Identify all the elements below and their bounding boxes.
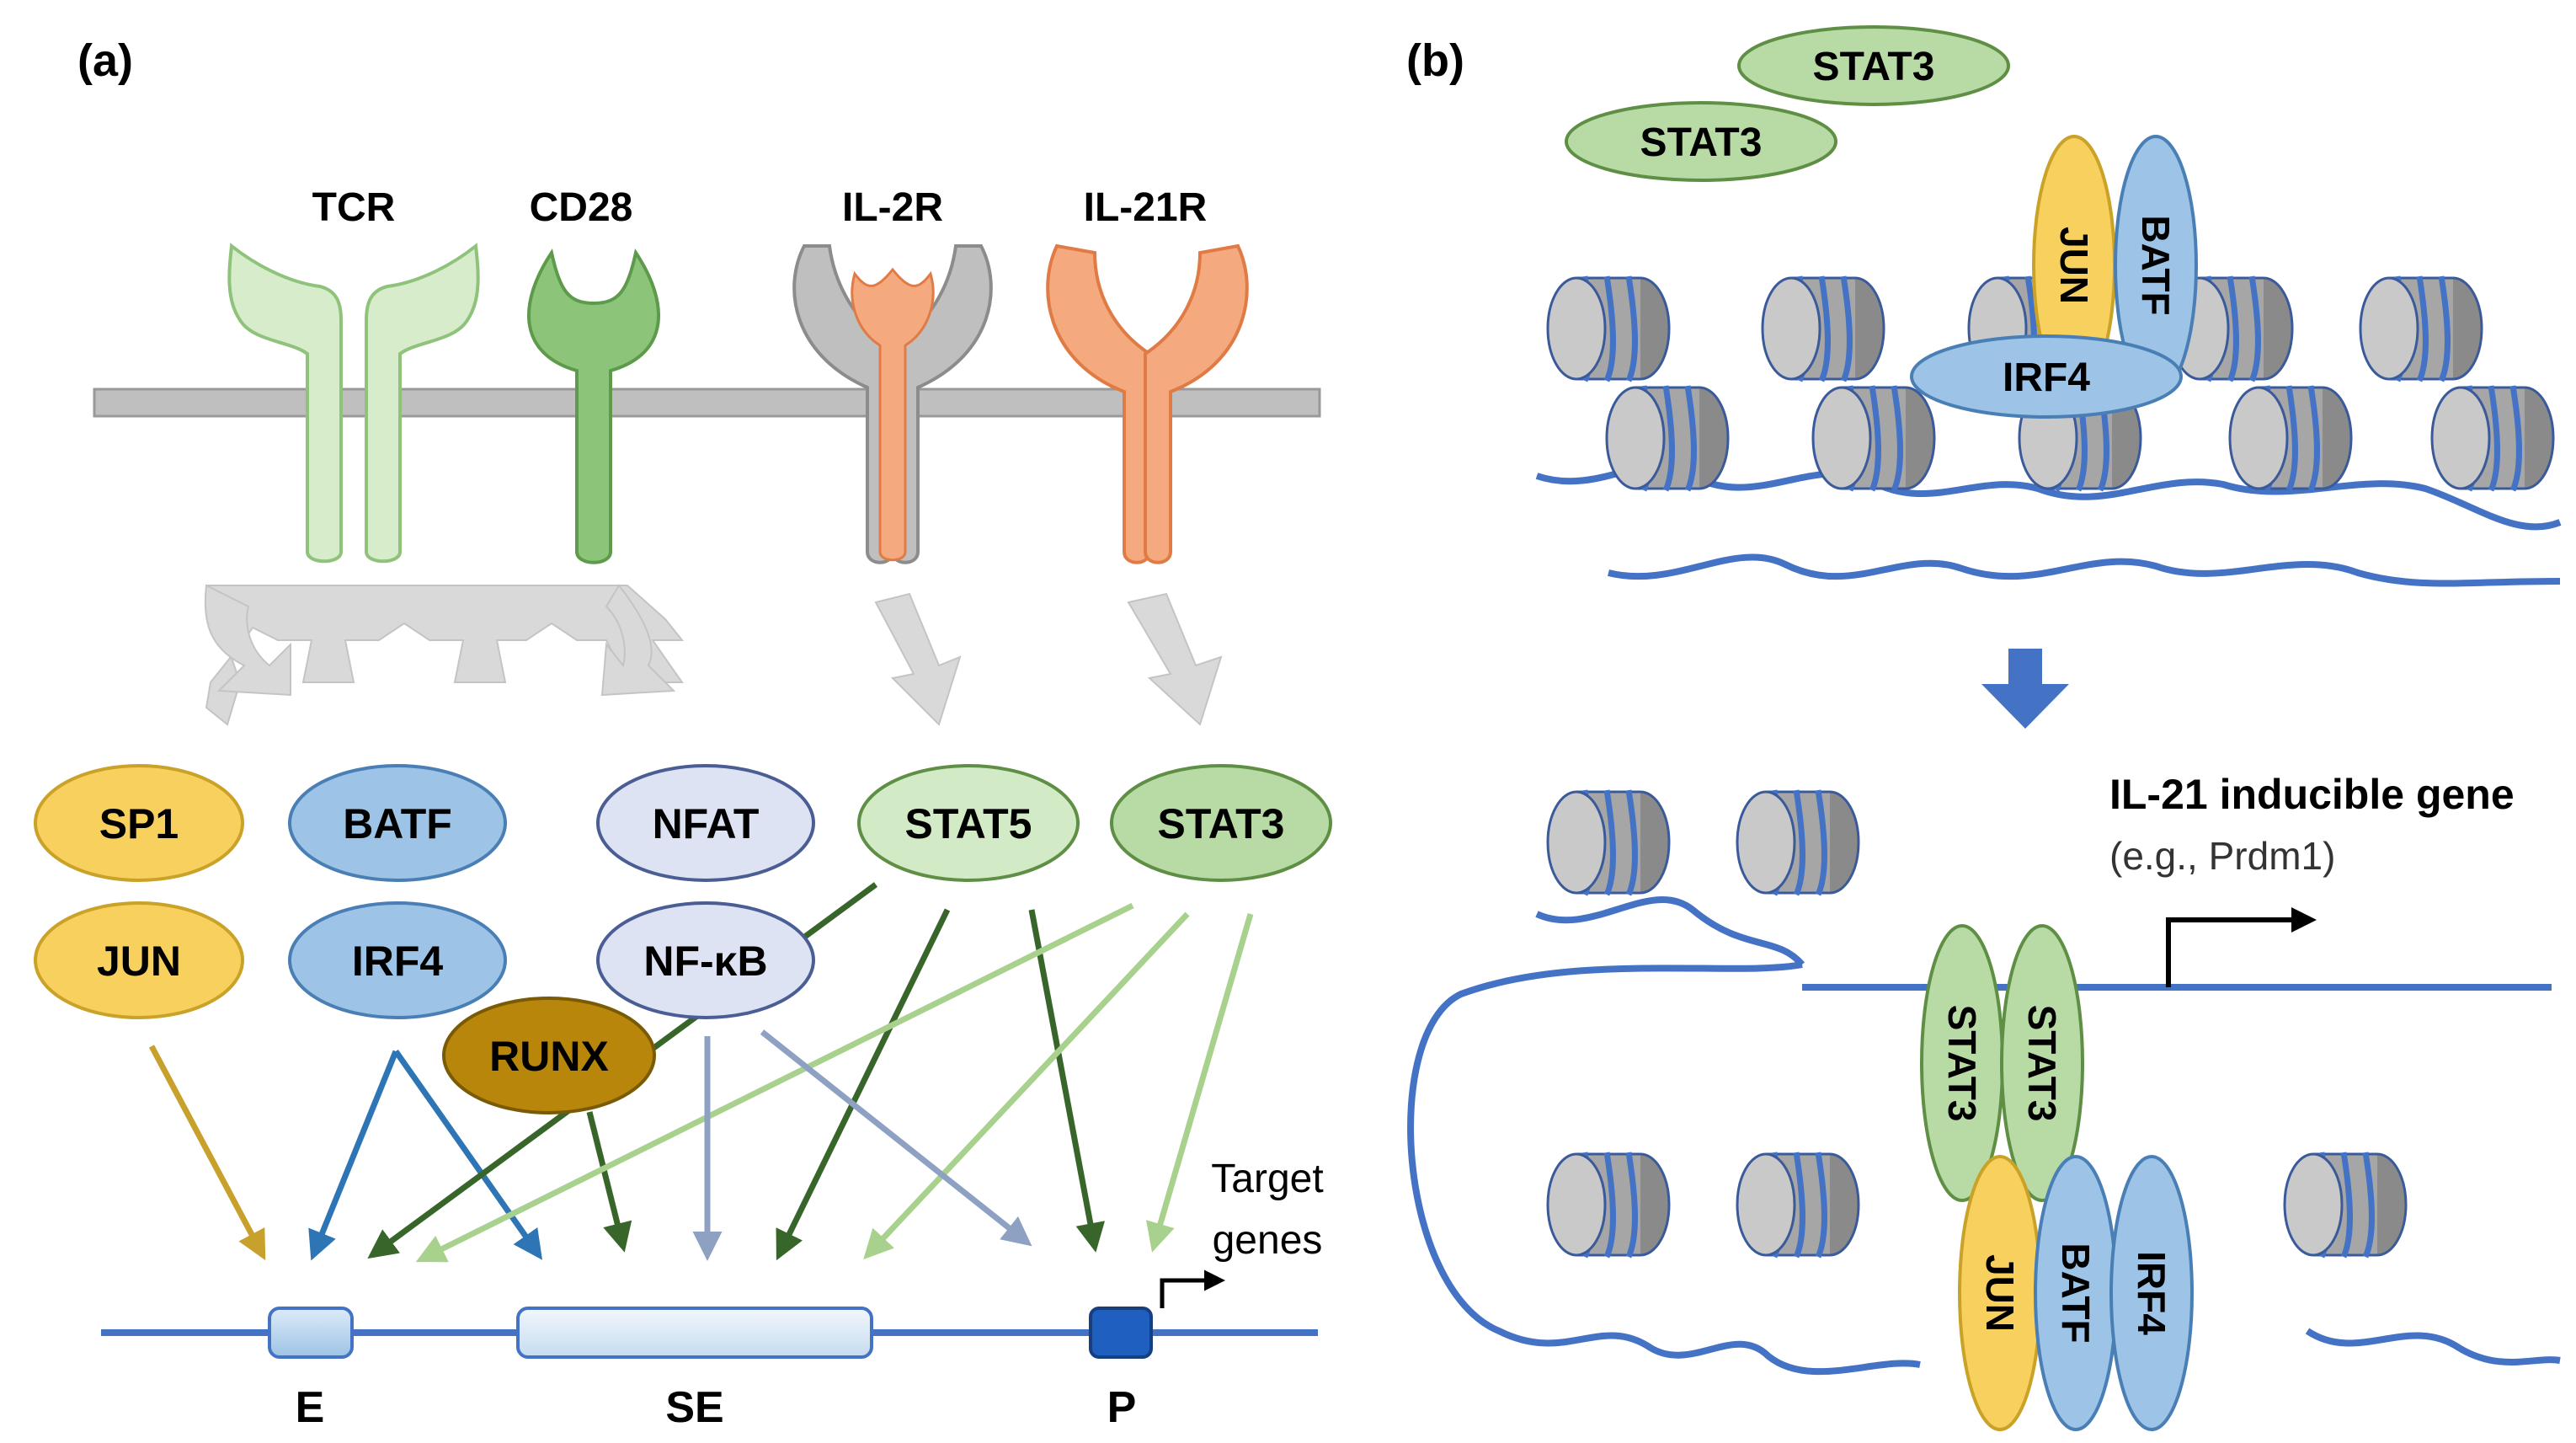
il2r-signal-arrow bbox=[874, 592, 962, 726]
top-stat3-b-label: STAT3 bbox=[1813, 45, 1935, 89]
cell-membrane bbox=[93, 387, 1321, 418]
tcr-cd28-signal-arrows bbox=[204, 584, 685, 726]
super-enhancer-label: SE bbox=[665, 1383, 723, 1432]
factor-batf-label: BATF bbox=[343, 800, 452, 847]
factor-jun-label: JUN bbox=[97, 938, 181, 985]
gene-example: (e.g., Prdm1) bbox=[2109, 834, 2335, 878]
target-genes-line2: genes bbox=[1213, 1218, 1323, 1263]
tcr-receptor bbox=[227, 243, 480, 564]
factor-stat3-label: STAT3 bbox=[1158, 800, 1285, 847]
factor-irf4 bbox=[288, 901, 507, 1019]
factor-batf bbox=[288, 764, 507, 882]
enhancer-box bbox=[268, 1307, 354, 1359]
factor-runx bbox=[442, 997, 656, 1114]
enhancer-label: E bbox=[296, 1383, 325, 1432]
bottom-irf4 bbox=[2109, 1155, 2194, 1431]
factor-nfkb bbox=[596, 901, 815, 1019]
top-irf4 bbox=[1910, 334, 2183, 419]
super-enhancer-box bbox=[516, 1307, 873, 1359]
factor-nfat-label: NFAT bbox=[653, 800, 760, 847]
bottom-irf4-label: IRF4 bbox=[2130, 1251, 2173, 1335]
panel-a-label: (a) bbox=[77, 35, 133, 86]
transcription-start-arrow-b bbox=[2166, 907, 2317, 987]
il21r-signal-arrow bbox=[1127, 592, 1223, 726]
top-irf4-label: IRF4 bbox=[2003, 355, 2090, 400]
promoter-box bbox=[1089, 1307, 1153, 1359]
factor-stat5-label: STAT5 bbox=[905, 800, 1032, 847]
transition-arrow bbox=[1981, 649, 2069, 729]
top-jun-label: JUN bbox=[2052, 227, 2096, 304]
bottom-stat3-b bbox=[2000, 924, 2084, 1202]
il2r-label: IL-2R bbox=[842, 185, 943, 230]
bottom-batf-label: BATF bbox=[2054, 1243, 2098, 1343]
factor-nfkb-label: NF-κB bbox=[643, 938, 767, 985]
factor-nfat bbox=[596, 764, 815, 882]
promoter-label: P bbox=[1107, 1383, 1137, 1432]
factor-runx-label: RUNX bbox=[489, 1033, 609, 1080]
bottom-stat3-a-label: STAT3 bbox=[1940, 1005, 1984, 1122]
gene-title: IL-21 inducible gene bbox=[2109, 771, 2515, 818]
top-stat3-b bbox=[1737, 25, 2010, 106]
bottom-jun-label: JUN bbox=[1978, 1254, 2022, 1332]
factor-sp1 bbox=[34, 764, 244, 882]
top-stat3-a bbox=[1565, 101, 1837, 182]
tcr-label: TCR bbox=[312, 185, 396, 230]
factor-jun bbox=[34, 901, 244, 1019]
factor-sp1-label: SP1 bbox=[99, 800, 179, 847]
top-stat3-a-label: STAT3 bbox=[1640, 120, 1763, 165]
il21r-receptor bbox=[1046, 243, 1249, 564]
closed-chromatin bbox=[1535, 276, 2562, 587]
cd28-label: CD28 bbox=[530, 185, 633, 230]
factor-stat5 bbox=[857, 764, 1080, 882]
panel-b-label: (b) bbox=[1406, 35, 1464, 86]
il21r-label: IL-21R bbox=[1084, 185, 1208, 230]
il2r-receptor bbox=[792, 244, 993, 564]
top-batf-label: BATF bbox=[2134, 215, 2178, 315]
transcription-start-arrow-a bbox=[1160, 1269, 1225, 1308]
factor-irf4-label: IRF4 bbox=[352, 938, 444, 985]
cd28-receptor bbox=[527, 248, 660, 564]
bottom-stat3-b-label: STAT3 bbox=[2020, 1005, 2064, 1122]
regulation-arrows bbox=[148, 882, 1254, 1263]
factor-stat3 bbox=[1110, 764, 1332, 882]
target-genes-line1: Target bbox=[1211, 1157, 1323, 1201]
